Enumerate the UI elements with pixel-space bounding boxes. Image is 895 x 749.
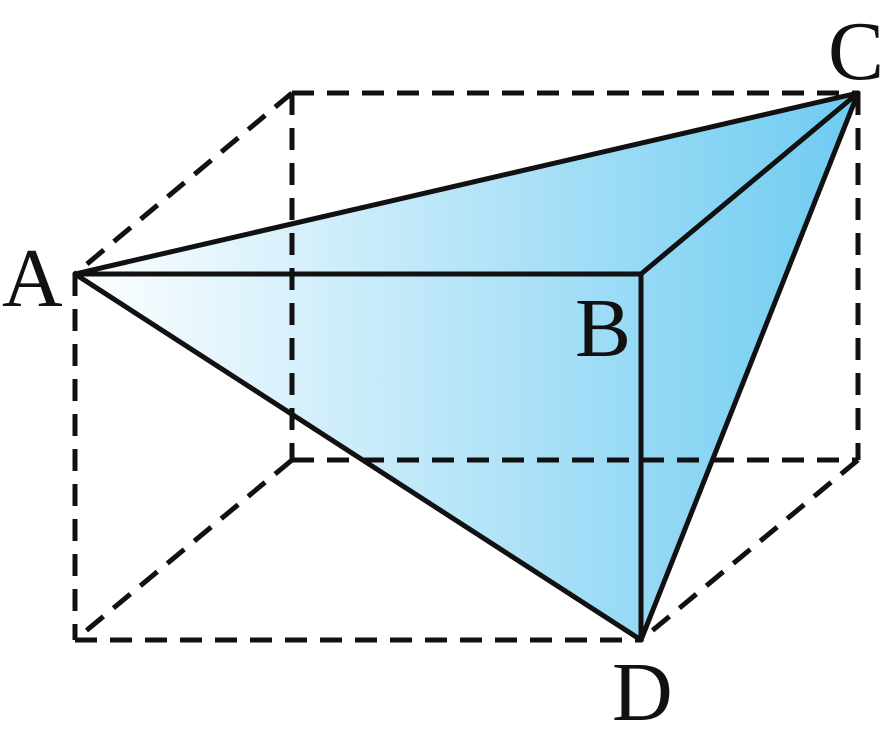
cube-edge [639, 458, 860, 642]
cube-edge [73, 458, 294, 642]
vertex-label-D: D [612, 646, 673, 739]
vertex-label-B: B [575, 282, 631, 375]
edge-AC [72, 90, 861, 277]
edge-BC [638, 90, 861, 277]
tetrahedron-edges [72, 90, 861, 643]
edge-AD [72, 271, 644, 643]
vertex-label-A: A [2, 232, 63, 325]
vertex-label-C: C [828, 5, 884, 98]
edge-CD [638, 90, 861, 643]
cube-edge [73, 91, 294, 276]
